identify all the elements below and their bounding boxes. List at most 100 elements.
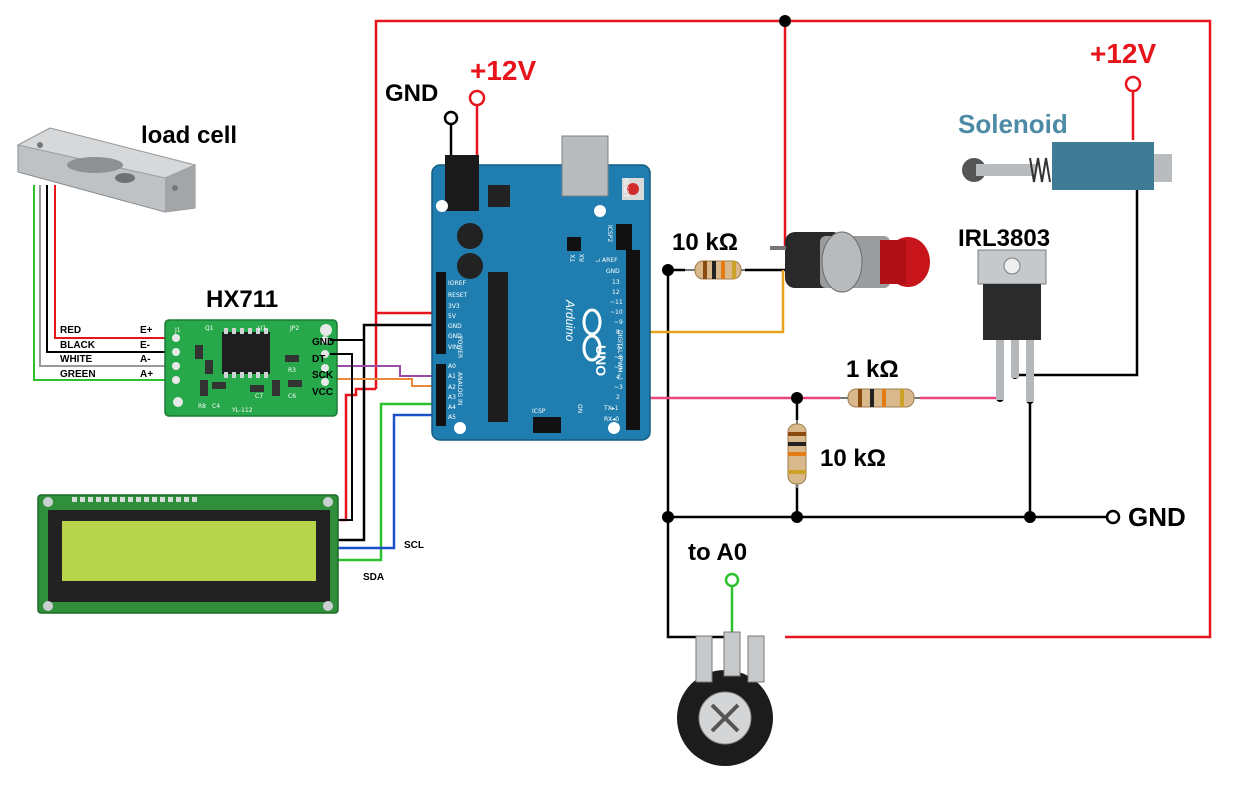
hx711-label: HX711 — [206, 286, 278, 313]
analog-pin-a4: A4 — [448, 404, 456, 411]
signal-wires — [334, 270, 1000, 632]
wire-label-white: WHITE — [60, 354, 93, 365]
power-pin-3v3: 3V3 — [448, 303, 460, 310]
a0-terminal — [724, 572, 740, 588]
arduino-power-header: POWER — [456, 336, 463, 358]
arduino-digital-header: DIGITAL (PWM~) — [616, 330, 623, 380]
digital-pin-3: ~3 — [614, 384, 623, 391]
analog-pin-a3: A3 — [448, 394, 456, 401]
digital-pin-gnd: GND — [606, 268, 620, 275]
wire-label-green: GREEN — [60, 369, 96, 380]
power-pin-reset: RESET — [448, 292, 468, 299]
hx711-r3-label: R3 — [288, 367, 296, 374]
hx711-pin-a-plus: A+ — [140, 369, 153, 380]
potentiometer — [677, 631, 773, 766]
arduino-analog-header: ANALOG IN — [456, 372, 463, 405]
digital-pin-12: 12 — [612, 289, 620, 296]
hx711-pin-dt: DT — [312, 354, 325, 365]
gnd-terminal-top — [443, 110, 459, 126]
arduino-model: UNO — [593, 345, 609, 376]
hx711-u1-label: U1 — [258, 325, 266, 332]
hx711-pin-e-minus: E- — [140, 340, 150, 351]
terminals — [443, 75, 1142, 588]
arduino-rx-label: RX — [579, 254, 586, 262]
load-cell-leads — [33, 185, 190, 381]
power-pin-5v: 5V — [448, 313, 457, 320]
digital-pin-4: 4 — [616, 374, 620, 381]
gnd-right-label: GND — [1128, 502, 1186, 532]
digital-pin-9: ~9 — [614, 319, 623, 326]
resistor-10k-top — [685, 260, 745, 280]
load-cell — [16, 127, 197, 213]
gnd-terminal-right — [1105, 509, 1121, 525]
power-pin-gnd-2: GND — [448, 333, 462, 340]
analog-pin-a1: A1 — [448, 373, 456, 380]
arduino-icsp-label: ICSP — [532, 408, 546, 415]
hx711-pin-e-plus: E+ — [140, 325, 153, 336]
resistor-10k-bottom-label: 10 kΩ — [820, 445, 886, 472]
power-pin-ioref: IOREF — [448, 280, 466, 287]
analog-pin-a2: A2 — [448, 384, 456, 391]
digital-pin-aref: AREF — [602, 257, 618, 264]
digital-pin-2: 2 — [616, 394, 620, 401]
v12-terminal-right — [1124, 75, 1142, 93]
arduino-l-label: L — [595, 258, 602, 262]
arduino-brand: Arduino — [563, 299, 577, 342]
hx711-pin-vcc: VCC — [312, 387, 333, 398]
gnd-top-label: GND — [385, 80, 438, 107]
hx711-board-labels: J1 Q1 U1 JP2 YL-112 R8 C4 C7 R3 C6 — [174, 325, 299, 414]
digital-pin-13: 13 — [612, 279, 620, 286]
arduino-icsp2-label: ICSP2 — [606, 225, 613, 242]
analog-pin-a5: A5 — [448, 414, 456, 421]
v12-left-label: +12V — [470, 55, 536, 86]
hx711-q1-label: Q1 — [205, 325, 214, 332]
lcd-module — [37, 494, 339, 614]
arduino-reset-label: RESET — [622, 178, 629, 198]
to-a0-label: to A0 — [688, 539, 747, 566]
wire-label-red: RED — [60, 325, 81, 336]
hx711-r8-label: R8 — [198, 403, 206, 410]
digital-pin-0: RX◂0 — [604, 416, 619, 423]
hx711-j1-label: J1 — [174, 327, 181, 334]
digital-pin-5: ~5 — [614, 364, 623, 371]
digital-pin-6: ~6 — [614, 354, 623, 361]
digital-pin-8: 8 — [616, 329, 620, 336]
digital-pin-1: TX▸1 — [603, 405, 619, 412]
solenoid — [962, 142, 1172, 190]
resistor-1k-label: 1 kΩ — [846, 356, 899, 383]
v12-terminal-left — [468, 89, 486, 107]
hx711-jp2-label: JP2 — [289, 325, 299, 332]
wire-label-black: BLACK — [60, 340, 96, 351]
digital-pin-7: 7 — [616, 344, 620, 351]
resistor-1k — [840, 388, 920, 408]
irl3803-label: IRL3803 — [958, 225, 1050, 252]
arduino-on-label: ON — [576, 404, 583, 413]
hx711-board — [164, 319, 338, 417]
sda-label: SDA — [363, 572, 384, 583]
power-pin-vin: VIN — [448, 344, 458, 351]
resistor-10k-bottom — [787, 420, 807, 488]
hx711-c6-label: C6 — [288, 393, 296, 400]
power-pin-gnd-1: GND — [448, 323, 462, 330]
hx711-yl112-label: YL-112 — [231, 407, 253, 414]
v12-right-label: +12V — [1090, 38, 1156, 69]
push-button — [770, 231, 930, 293]
analog-pin-a0: A0 — [448, 363, 456, 370]
arduino-tx-label: TX — [570, 254, 577, 263]
scl-label: SCL — [404, 540, 424, 551]
hx711-c4-label: C4 — [212, 403, 220, 410]
ground-wires — [338, 122, 1139, 639]
hx711-pin-a-minus: A- — [140, 354, 151, 365]
hx711-pin-gnd: GND — [312, 337, 334, 348]
arduino-uno-board — [431, 135, 651, 441]
mosfet-irl3803 — [977, 249, 1047, 402]
resistor-10k-top-label: 10 kΩ — [672, 229, 738, 256]
solenoid-label: Solenoid — [958, 109, 1068, 139]
digital-pin-11: ~11 — [610, 299, 623, 306]
digital-pin-10: ~10 — [610, 309, 623, 316]
load-cell-label: load cell — [141, 122, 237, 149]
arduino-labels: Arduino UNO RESET ICSP2 ICSP ON TX RX L … — [448, 178, 629, 423]
hx711-pin-sck: SCK — [312, 370, 334, 381]
hx711-c7-label: C7 — [255, 393, 263, 400]
